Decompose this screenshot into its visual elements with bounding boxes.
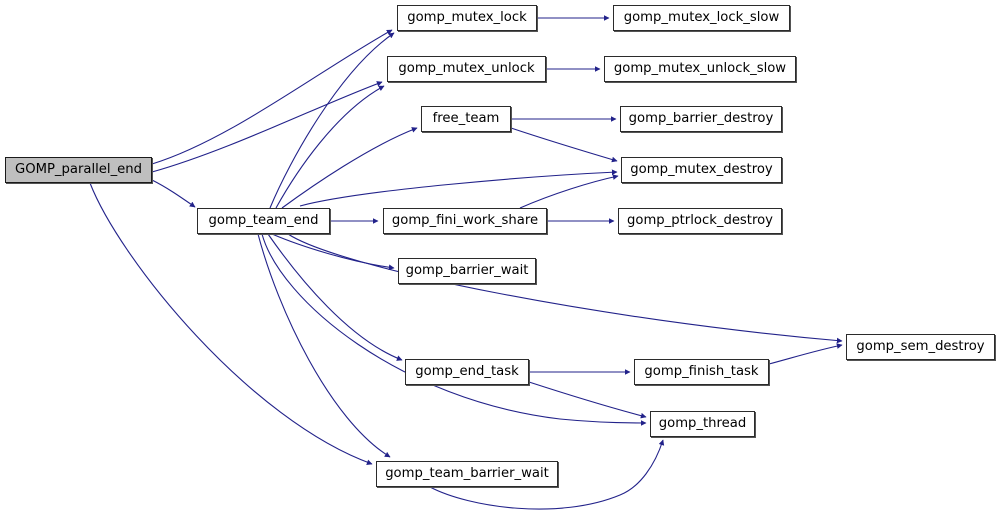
node-gomp_barrier_destroy[interactable]: gomp_barrier_destroy xyxy=(620,106,782,132)
node-gomp_mutex_unlock[interactable]: gomp_mutex_unlock xyxy=(387,56,546,82)
node-label: gomp_mutex_lock_slow xyxy=(623,10,780,26)
edge-gomp_parallel_end-to-gomp_team_end xyxy=(151,179,196,208)
node-gomp_team_barrier_wait[interactable]: gomp_team_barrier_wait xyxy=(376,461,558,487)
node-label: gomp_mutex_destroy xyxy=(630,162,773,178)
node-label: gomp_end_task xyxy=(415,364,519,380)
edge-group xyxy=(89,15,843,510)
node-label: gomp_fini_work_share xyxy=(391,213,539,229)
node-gomp_mutex_lock_slow[interactable]: gomp_mutex_lock_slow xyxy=(613,5,790,31)
node-label: gomp_ptrlock_destroy xyxy=(627,213,773,229)
node-gomp_end_task[interactable]: gomp_end_task xyxy=(405,359,529,385)
edge-gomp_finish_task-to-gomp_sem_destroy xyxy=(768,343,843,365)
node-label: gomp_barrier_destroy xyxy=(628,111,774,127)
edge-gomp_fini_work_share-to-gomp_mutex_destroy xyxy=(519,174,619,209)
edge-gomp_team_end-to-gomp_thread xyxy=(261,233,647,426)
node-label: gomp_barrier_wait xyxy=(405,263,529,279)
edge-gomp_team_end-to-gomp_mutex_destroy xyxy=(299,169,618,207)
edge-gomp_parallel_end-to-gomp_mutex_unlock xyxy=(151,81,383,173)
edge-free_team-to-gomp_mutex_destroy xyxy=(510,127,618,163)
edge-gomp_team_end-to-gomp_sem_destroy xyxy=(287,233,843,344)
node-label: gomp_mutex_lock xyxy=(407,10,527,26)
node-label: gomp_sem_destroy xyxy=(856,339,985,355)
node-gomp_mutex_lock[interactable]: gomp_mutex_lock xyxy=(397,5,537,31)
node-label: gomp_mutex_unlock_slow xyxy=(613,61,787,77)
node-label: gomp_team_end xyxy=(208,213,319,229)
node-label: GOMP_parallel_end xyxy=(14,162,143,178)
edge-gomp_team_barrier_wait-to-gomp_thread xyxy=(429,439,665,510)
edge-gomp_team_end-to-free_team xyxy=(281,127,418,209)
node-gomp_finish_task[interactable]: gomp_finish_task xyxy=(634,359,769,385)
node-label: free_team xyxy=(432,111,500,127)
edge-gomp_parallel_end-to-gomp_team_barrier_wait xyxy=(89,182,373,465)
edge-gomp_team_end-to-gomp_team_barrier_wait xyxy=(257,233,391,458)
edge-gomp_parallel_end-to-gomp_mutex_lock xyxy=(151,29,393,165)
edge-gomp_team_end-to-gomp_mutex_lock xyxy=(269,32,395,209)
node-label: gomp_mutex_unlock xyxy=(398,61,535,77)
edge-gomp_end_task-to-gomp_thread xyxy=(528,381,647,419)
node-free_team[interactable]: free_team xyxy=(421,106,511,132)
edge-gomp_team_end-to-gomp_mutex_unlock xyxy=(275,85,385,209)
node-gomp_team_end[interactable]: gomp_team_end xyxy=(197,208,330,234)
node-gomp_fini_work_share[interactable]: gomp_fini_work_share xyxy=(383,208,547,234)
node-label: gomp_team_barrier_wait xyxy=(385,466,549,482)
edge-gomp_team_end-to-gomp_barrier_wait xyxy=(271,233,395,271)
node-gomp_ptrlock_destroy[interactable]: gomp_ptrlock_destroy xyxy=(618,208,782,234)
node-gomp_mutex_unlock_slow[interactable]: gomp_mutex_unlock_slow xyxy=(604,56,796,82)
node-label: gomp_finish_task xyxy=(644,364,759,380)
edge-gomp_team_end-to-gomp_end_task xyxy=(267,233,403,361)
node-gomp_parallel_end[interactable]: GOMP_parallel_end xyxy=(5,157,152,183)
node-gomp_barrier_wait[interactable]: gomp_barrier_wait xyxy=(398,258,536,284)
node-label: gomp_thread xyxy=(658,416,747,432)
node-gomp_mutex_destroy[interactable]: gomp_mutex_destroy xyxy=(621,157,782,183)
node-gomp_sem_destroy[interactable]: gomp_sem_destroy xyxy=(846,334,995,360)
node-gomp_thread[interactable]: gomp_thread xyxy=(650,411,755,437)
